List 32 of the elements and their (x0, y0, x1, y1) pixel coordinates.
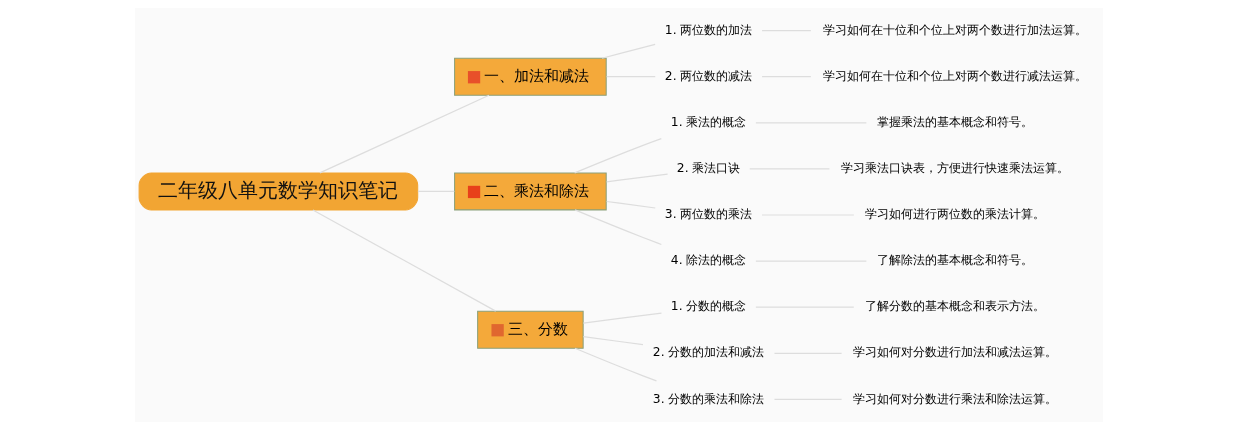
node-text: 了解除法的基本概念和符号。 (876, 253, 1033, 268)
connector (605, 173, 668, 183)
connector (605, 200, 656, 209)
connector (573, 138, 662, 174)
connector (318, 94, 490, 174)
node-box: 二、乘法和除法 (453, 172, 607, 211)
node-box: 一、加法和减法 (453, 57, 607, 96)
node-text: 3. 两位数的乘法 (664, 207, 752, 222)
node-text: 3. 分数的乘法和除法 (652, 391, 764, 406)
node-text: 学习乘法口诀表，方便进行快速乘法运算。 (840, 161, 1069, 176)
node-box: 三、分数 (476, 310, 584, 349)
node-text: 学习如何在十位和个位上对两个数进行加法运算。 (822, 22, 1087, 37)
node-text: 1. 乘法的概念 (670, 114, 746, 129)
connector (582, 336, 644, 346)
connector (582, 312, 662, 324)
connector (311, 209, 496, 312)
node-text: 2. 分数的加法和减法 (652, 345, 764, 360)
node-text: 学习如何对分数进行加法和减法运算。 (852, 345, 1057, 360)
node-text: 学习如何在十位和个位上对两个数进行减法运算。 (822, 68, 1087, 83)
node-text: 1. 分数的概念 (670, 299, 746, 314)
node-text: 2. 乘法口诀 (676, 161, 740, 176)
node-text: 1. 两位数的加法 (664, 22, 752, 37)
node-box: 二年级八单元数学知识笔记 (138, 172, 418, 211)
node-text: 学习如何进行两位数的乘法计算。 (864, 207, 1045, 222)
connector (600, 43, 656, 59)
connector (573, 209, 662, 246)
node-text: 了解分数的基本概念和表示方法。 (864, 299, 1045, 314)
node-text: 学习如何对分数进行乘法和除法运算。 (852, 391, 1057, 406)
node-text: 掌握乘法的基本概念和符号。 (876, 114, 1033, 129)
connector (573, 347, 657, 382)
node-text: 2. 两位数的减法 (664, 68, 752, 83)
node-text: 4. 除法的概念 (670, 253, 746, 268)
